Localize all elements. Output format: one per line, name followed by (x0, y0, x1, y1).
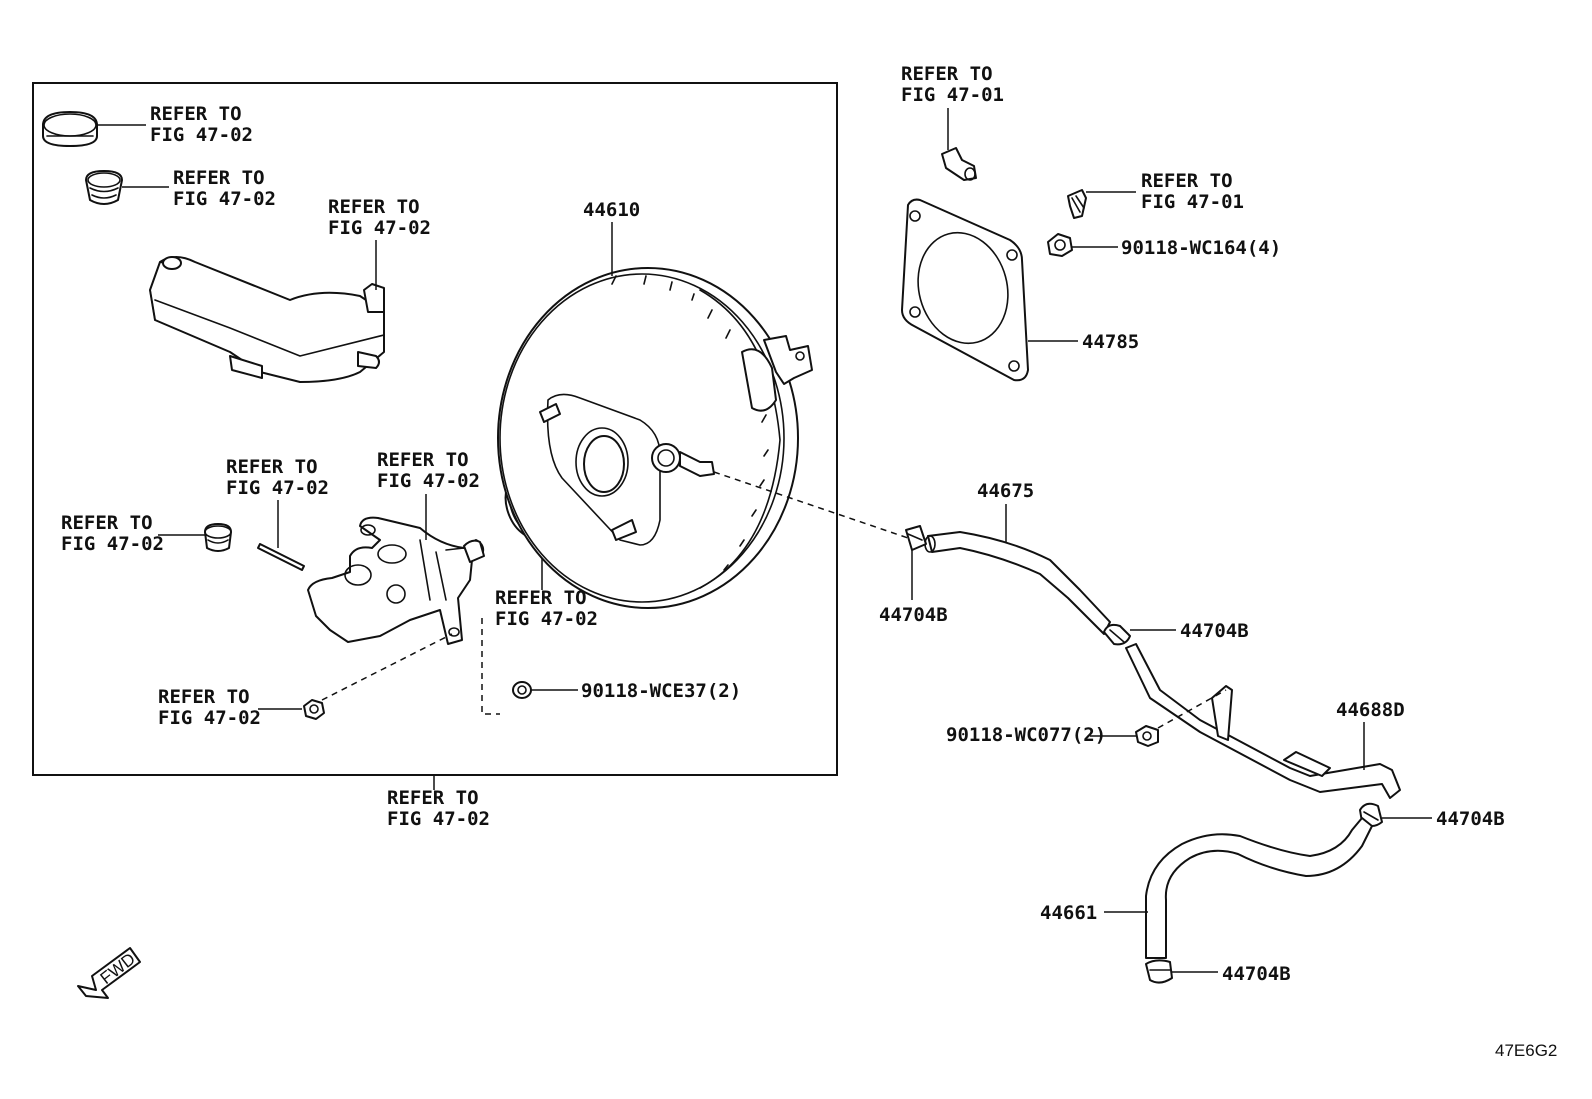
refer-to-label: REFER TO (901, 63, 993, 85)
refer-to-label: REFER TO (1141, 170, 1233, 192)
fig-ref-label: FIG 47-01 (901, 84, 1004, 106)
vacuum-hose-icon (924, 531, 1111, 635)
fwd-arrow-icon: FWD (77, 947, 141, 999)
bolt-icon (941, 147, 977, 181)
brake-booster-icon (497, 267, 813, 609)
part-number-44610: 44610 (583, 199, 640, 221)
refer-to-label: REFER TO (158, 686, 250, 708)
hose-tube-icon (1125, 643, 1401, 799)
install-dashed-line (321, 633, 453, 701)
fig-ref-label: FIG 47-02 (173, 188, 276, 210)
master-cylinder-icon (307, 516, 485, 645)
nut-icon (1047, 233, 1073, 257)
fig-ref-label: FIG 47-02 (150, 124, 253, 146)
reservoir-cap-icon (42, 111, 98, 147)
assembly-group-box (32, 82, 838, 776)
refer-to-label: REFER TO (226, 456, 318, 478)
refer-to-label: REFER TO (495, 587, 587, 609)
install-dashed-line (481, 618, 500, 715)
hose-clamp-icon (1103, 623, 1131, 646)
refer-to-label: REFER TO (150, 103, 242, 125)
reservoir-strainer-icon (85, 170, 123, 205)
refer-to-label: REFER TO (387, 787, 479, 809)
nut-icon (512, 681, 532, 699)
part-number-90118-wce37: 90118-WCE37(2) (581, 680, 741, 702)
hose-icon (1145, 817, 1373, 959)
clip-icon (1067, 189, 1087, 219)
refer-to-label: REFER TO (173, 167, 265, 189)
fig-ref-label: FIG 47-02 (495, 608, 598, 630)
hose-clamp-icon (905, 525, 927, 551)
part-number-44704b: 44704B (1436, 808, 1505, 830)
fig-ref-label: FIG 47-01 (1141, 191, 1244, 213)
part-number-44704b: 44704B (879, 604, 948, 626)
nut-icon (1135, 725, 1159, 747)
refer-to-label: REFER TO (377, 449, 469, 471)
hose-clamp-icon (1145, 959, 1173, 984)
fig-ref-label: FIG 47-02 (387, 808, 490, 830)
fig-ref-label: FIG 47-02 (61, 533, 164, 555)
pin-icon (257, 543, 305, 571)
part-number-44704b: 44704B (1180, 620, 1249, 642)
install-dashed-line (713, 471, 909, 539)
figure-code: 47E6G2 (1495, 1041, 1557, 1060)
part-number-44688d: 44688D (1336, 699, 1405, 721)
grommet-icon (204, 523, 232, 552)
part-number-44704b: 44704B (1222, 963, 1291, 985)
gasket-icon (901, 198, 1029, 382)
part-number-44675: 44675 (977, 480, 1034, 502)
part-number-90118-wc164: 90118-WC164(4) (1121, 237, 1281, 259)
reservoir-tank-icon (149, 256, 385, 383)
part-number-44661: 44661 (1040, 902, 1097, 924)
fig-ref-label: FIG 47-02 (328, 217, 431, 239)
fig-ref-label: FIG 47-02 (158, 707, 261, 729)
fig-ref-label: FIG 47-02 (377, 470, 480, 492)
install-dashed-line (1157, 689, 1227, 729)
part-number-90118-wc077: 90118-WC077(2) (946, 724, 1106, 746)
part-number-44785: 44785 (1082, 331, 1139, 353)
refer-to-label: REFER TO (328, 196, 420, 218)
fig-ref-label: FIG 47-02 (226, 477, 329, 499)
nut-icon (303, 699, 325, 720)
refer-to-label: REFER TO (61, 512, 153, 534)
